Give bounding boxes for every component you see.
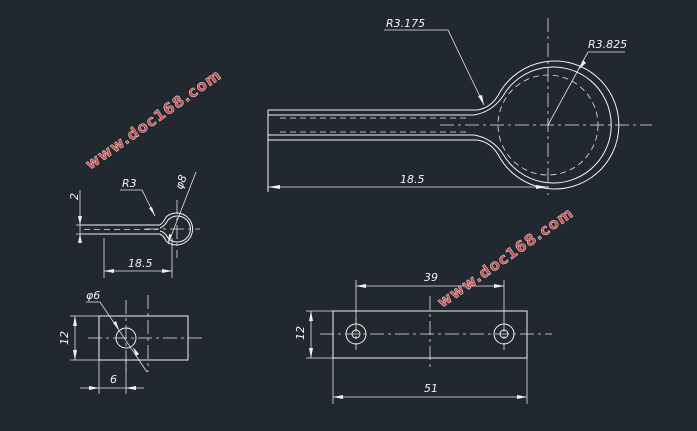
- radius-label: R3: [122, 177, 137, 190]
- plate-height-label: 12: [294, 326, 307, 340]
- watermark-left: www.doc168.com: [82, 66, 225, 174]
- small-plate-view: φ6 12 6: [58, 289, 202, 394]
- length-label: 18.5: [400, 173, 425, 186]
- hole-label: φ6: [86, 289, 100, 302]
- plate-view: 39 12 51: [294, 271, 552, 404]
- bracket-loop-view: R3.175 R3.825 18.5: [267, 17, 652, 195]
- radius-large-label: R3.825: [588, 38, 627, 51]
- small-length-label: 18.5: [128, 257, 153, 270]
- diameter-label: φ8: [173, 173, 190, 191]
- hole-spacing-label: 39: [424, 271, 438, 284]
- thickness-label: 2: [68, 193, 81, 200]
- watermark-right: www.doc168.com: [434, 204, 577, 312]
- plate-length-label: 51: [424, 382, 438, 395]
- radius-small-label: R3.175: [386, 17, 425, 30]
- small-height-label: 12: [58, 331, 71, 345]
- offset-label: 6: [110, 373, 117, 386]
- small-bracket-view: 2 R3 φ8 18.5: [68, 171, 200, 278]
